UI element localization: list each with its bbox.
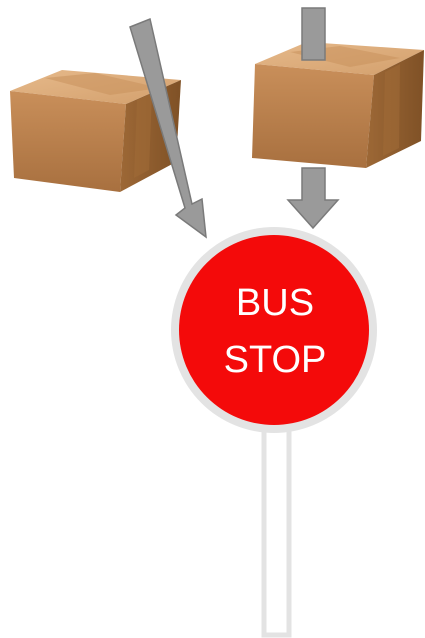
sign-post [261,420,292,638]
sign-text-line2: STOP [224,339,327,381]
sign-text-line1: BUS [236,282,314,324]
down-right-arrow-icon [129,17,207,239]
down-arrow-icon [286,7,340,230]
cardboard-box-icon [252,42,424,168]
bus-stop-sign: BUS STOP [171,227,377,433]
